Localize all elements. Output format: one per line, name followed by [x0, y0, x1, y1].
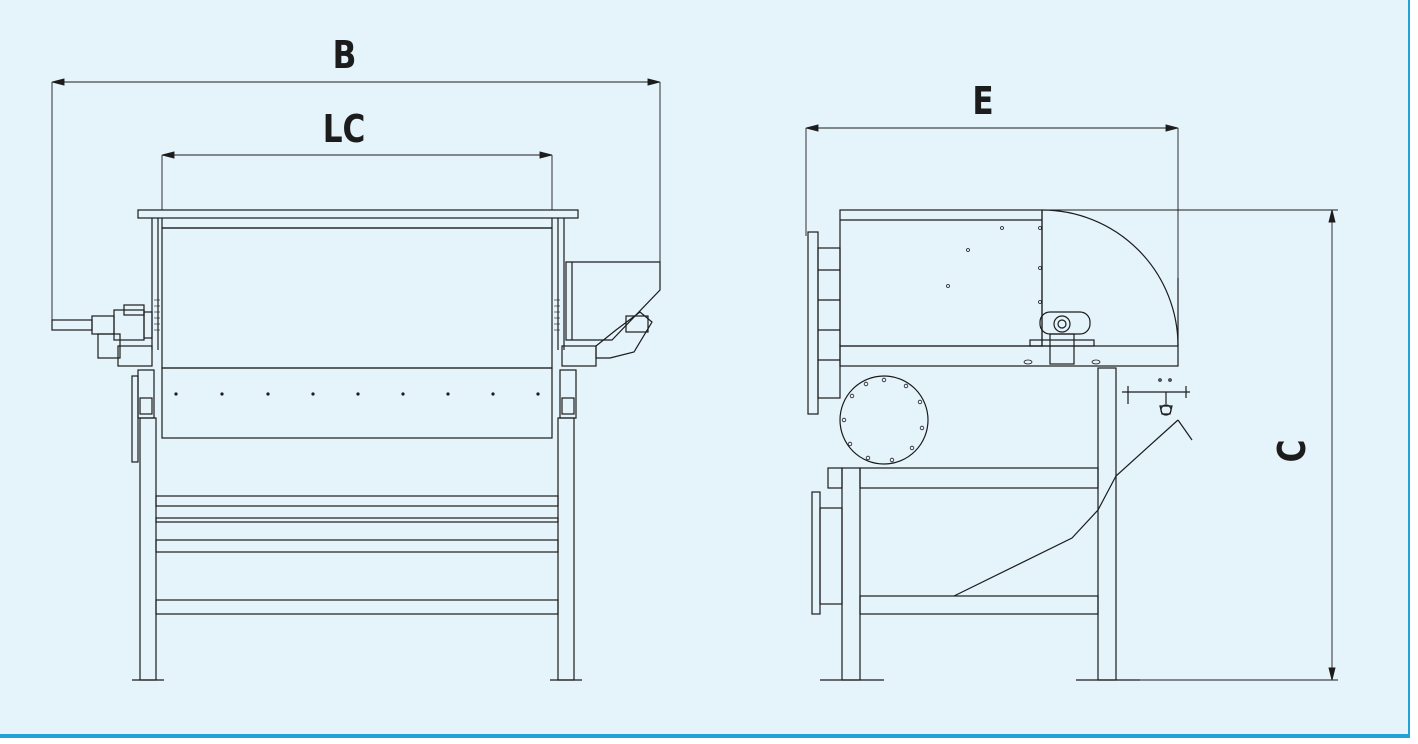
dimension-lc-line — [161, 151, 553, 210]
dimension-label-e: E — [972, 79, 994, 123]
front-right-hopper — [561, 261, 661, 367]
dimension-e-line — [805, 124, 1179, 345]
front-tank-body — [151, 218, 565, 439]
dimension-label-c: C — [1269, 439, 1314, 463]
side-valve-handle — [1122, 378, 1190, 416]
front-view — [51, 78, 661, 681]
side-frame — [820, 367, 1140, 681]
front-top-flange — [137, 209, 579, 219]
front-bolt-row — [174, 392, 540, 396]
dimension-label-lc: LC — [322, 107, 366, 151]
side-circular-outlet — [839, 375, 929, 465]
side-lower-flange — [811, 467, 843, 615]
front-edge-hatching — [154, 299, 560, 331]
front-cross-members — [155, 495, 559, 615]
front-left-drive — [51, 304, 153, 367]
front-legs — [132, 417, 582, 681]
dimension-c-line — [1042, 209, 1338, 681]
side-bearing-block — [1029, 311, 1095, 365]
side-view — [805, 124, 1338, 681]
side-chute — [953, 419, 1193, 597]
side-inlet-flange — [807, 231, 841, 415]
front-left-flange — [131, 375, 139, 463]
side-tank-holes — [946, 226, 1101, 365]
dimension-label-b: B — [332, 33, 357, 77]
side-tank — [839, 209, 1179, 367]
dimension-b-line — [51, 78, 661, 325]
